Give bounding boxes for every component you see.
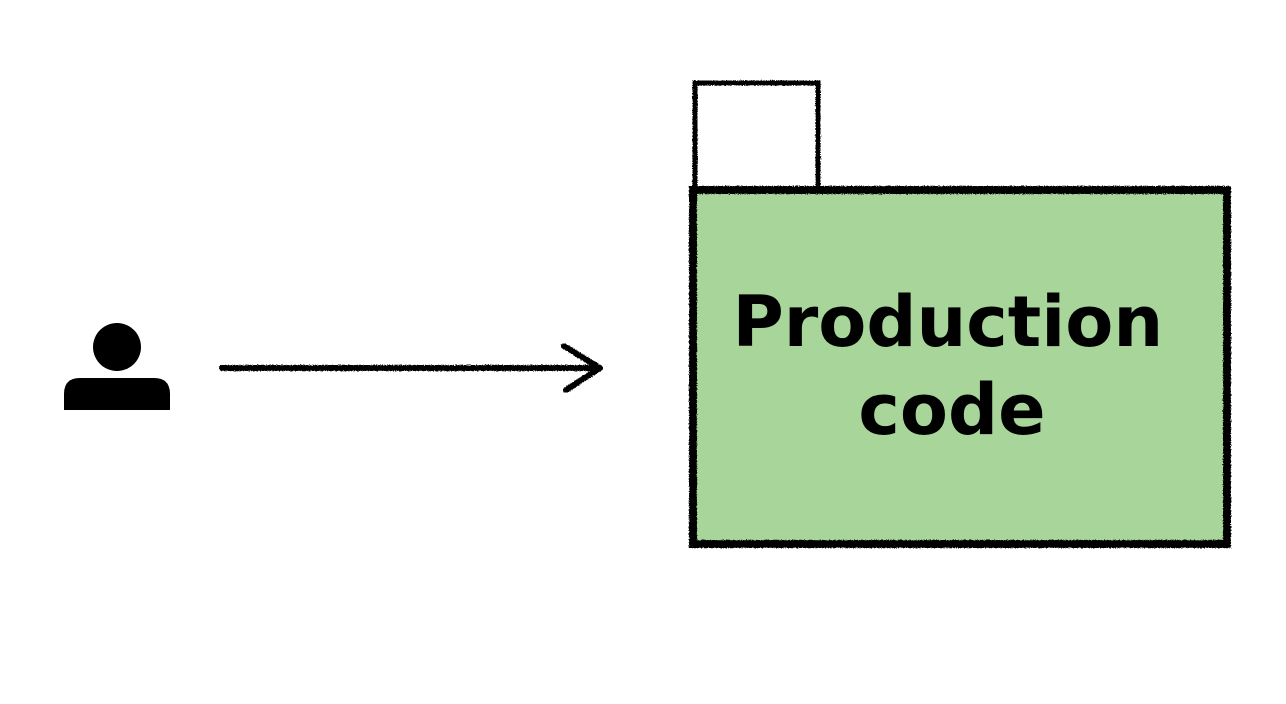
package-body — [689, 186, 1231, 548]
user-icon — [64, 323, 170, 410]
package-label: Production code — [732, 281, 1187, 451]
arrow-right-icon — [219, 343, 603, 393]
package-label-line-1: Production — [732, 281, 1163, 363]
package-tab — [692, 80, 821, 194]
package-label-line-2: code — [858, 369, 1045, 451]
